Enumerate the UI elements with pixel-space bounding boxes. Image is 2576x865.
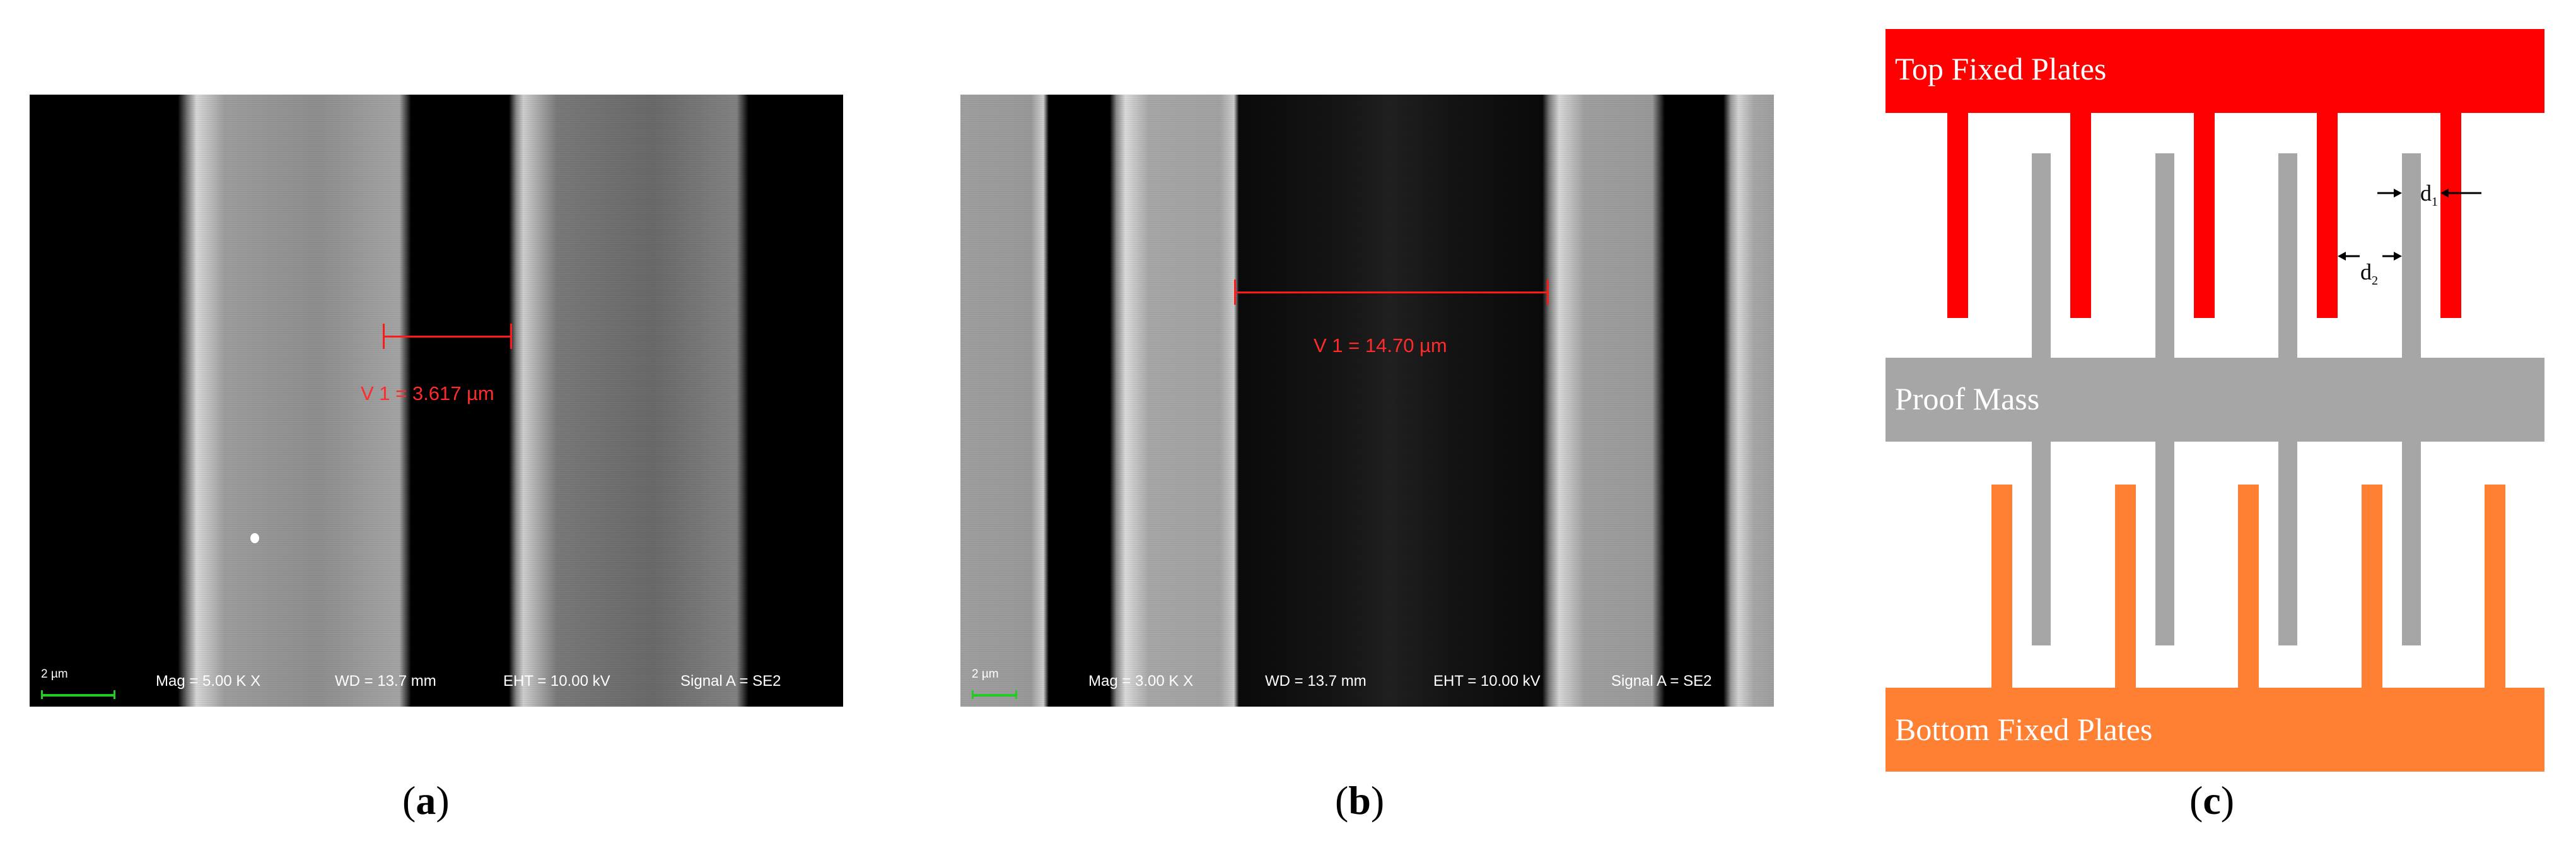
scalebar-tick (114, 690, 115, 699)
sem-strip (1110, 95, 1239, 707)
measurement-label: V 1 = 14.70 µm (1314, 334, 1447, 356)
sem-image-a: V 1 = 3.617 µm 2 µm Mag = 5.00 K X WD = … (30, 95, 843, 707)
d1-arrowhead-left (2394, 189, 2402, 197)
particle (250, 533, 259, 543)
caption-c: (c) (2189, 778, 2235, 823)
scalebar (41, 694, 115, 697)
top-finger (1947, 113, 1968, 318)
top-finger (2440, 113, 2461, 318)
sem-strip (1239, 95, 1542, 707)
proof-mass-bar (1885, 358, 2544, 442)
wd-label: WD = 13.7 mm (1265, 673, 1367, 690)
comb-drive-diagram (1885, 29, 2544, 772)
d1-label: d1 (2420, 180, 2438, 209)
mag-label: Mag = 5.00 K X (156, 673, 261, 690)
eht-label: EHT = 10.00 kV (1433, 673, 1541, 690)
caption-a: (a) (402, 778, 450, 823)
sem-strip (1723, 95, 1774, 707)
sem-strip (509, 95, 749, 707)
bottom-finger (2115, 485, 2136, 718)
sem-noise (30, 95, 843, 707)
sem-strip (960, 95, 1049, 707)
measure-line (1234, 291, 1549, 293)
eht-label: EHT = 10.00 kV (503, 673, 610, 690)
sem-strip (1542, 95, 1665, 707)
bottom-fixed-plate-bar (1885, 688, 2544, 772)
bottom-finger (2362, 485, 2382, 718)
top-finger (2317, 113, 2338, 318)
bottom-finger (2238, 485, 2259, 718)
wd-label: WD = 13.7 mm (335, 673, 436, 690)
sem-strip (178, 95, 411, 707)
proof-mass-label: Proof Mass (1895, 381, 2040, 416)
sem-noise (960, 95, 1774, 707)
d1-arrowhead-right (2440, 189, 2449, 197)
bottom-finger (2485, 485, 2505, 718)
bottom-fixed-plates-label: Bottom Fixed Plates (1895, 712, 2153, 747)
measure-line (383, 336, 512, 338)
top-fixed-plate-bar (1885, 29, 2544, 113)
d2-arrowhead-right (2394, 252, 2402, 261)
d2-label: d2 (2360, 259, 2378, 288)
top-fixed-plates-label: Top Fixed Plates (1895, 51, 2107, 86)
scalebar (972, 694, 1017, 697)
d2-arrowhead-left (2338, 252, 2346, 261)
signal-label: Signal A = SE2 (680, 673, 781, 690)
scalebar-tick (1015, 690, 1017, 699)
top-finger (2194, 113, 2215, 318)
signal-label: Signal A = SE2 (1611, 673, 1712, 690)
scale-label: 2 µm (41, 668, 68, 681)
caption-b: (b) (1335, 778, 1385, 823)
mag-label: Mag = 3.00 K X (1088, 673, 1194, 690)
bottom-finger (1991, 485, 2012, 718)
top-finger (2070, 113, 2091, 318)
sem-image-b: V 1 = 14.70 µm 2 µm Mag = 3.00 K X WD = … (960, 95, 1774, 707)
scale-label: 2 µm (972, 668, 999, 681)
measurement-label: V 1 = 3.617 µm (361, 382, 494, 404)
